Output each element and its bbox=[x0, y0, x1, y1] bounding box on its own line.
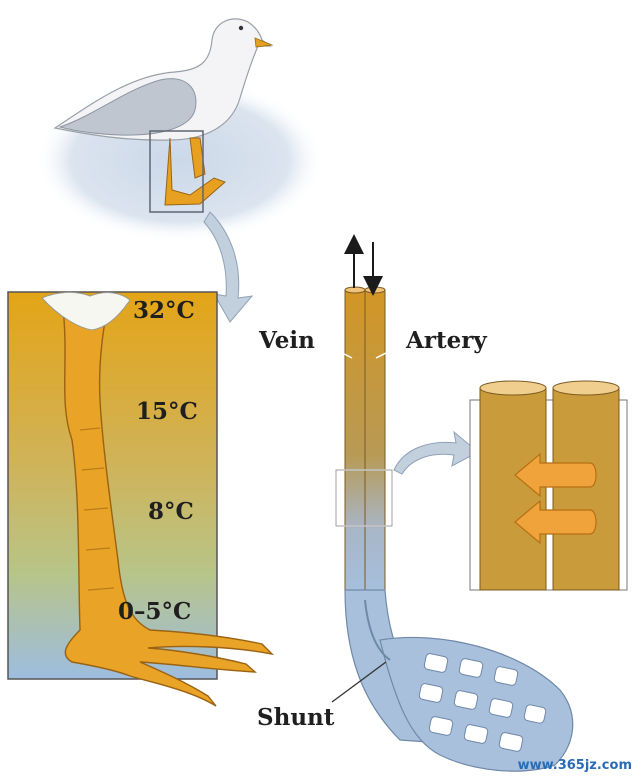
leg-focus-box bbox=[149, 130, 204, 213]
heat-transfer-arrow bbox=[514, 452, 597, 498]
artery-pointer bbox=[375, 344, 403, 359]
watermark: www.365jz.com bbox=[517, 758, 632, 773]
temp-label-0-5: 0–5°C bbox=[118, 598, 192, 625]
inset-vein-top bbox=[479, 380, 547, 396]
zoom-connector-arrow-right bbox=[393, 430, 479, 475]
seagull-beak bbox=[254, 37, 274, 48]
vessel-diagram bbox=[326, 234, 574, 772]
seagull-eye bbox=[238, 25, 244, 31]
vein-tube bbox=[344, 289, 366, 591]
shunt-connection bbox=[364, 599, 391, 661]
vessel-top-artery bbox=[364, 286, 386, 294]
artery-label: Artery bbox=[406, 327, 487, 354]
vein-label: Vein bbox=[259, 327, 315, 354]
seagull-wing bbox=[58, 78, 197, 136]
vessel-focus-box-outline bbox=[335, 469, 393, 527]
seagull-legs bbox=[164, 137, 226, 206]
temp-label-15: 15°C bbox=[136, 398, 198, 425]
web-holes bbox=[418, 653, 547, 752]
leg-illustration bbox=[61, 299, 275, 707]
inset-artery bbox=[552, 387, 620, 591]
temp-label-8: 8°C bbox=[148, 498, 194, 525]
shunt-label: Shunt bbox=[257, 704, 335, 731]
heat-transfer-arrow-2 bbox=[514, 499, 597, 545]
artery-tube bbox=[364, 289, 386, 591]
leg-feathers bbox=[41, 291, 131, 331]
inset-artery-top bbox=[552, 380, 620, 396]
leg-scales bbox=[79, 427, 115, 591]
temp-label-32: 32°C bbox=[133, 297, 195, 324]
seagull-scene bbox=[35, 18, 325, 323]
vein-pointer bbox=[326, 344, 353, 359]
temperature-panel bbox=[7, 291, 275, 707]
heat-exchange-inset bbox=[469, 380, 628, 591]
shunt-pointer bbox=[331, 661, 387, 703]
